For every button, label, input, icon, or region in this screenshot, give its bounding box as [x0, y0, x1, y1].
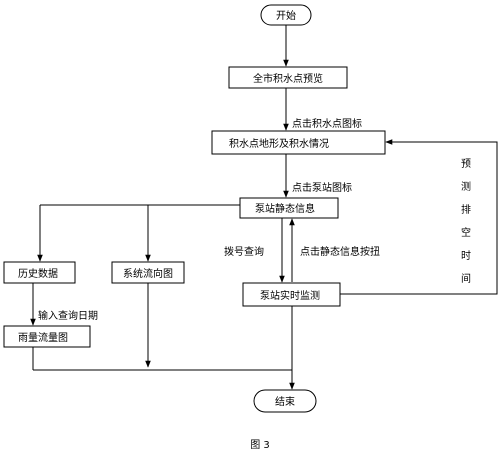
label-click-pump-icon: 点击泵站图标 [292, 181, 352, 194]
node-end: 结束 [253, 389, 317, 413]
node-rain-chart: 雨量流量图 [3, 325, 91, 348]
end-label: 结束 [275, 395, 295, 408]
node-start: 开始 [260, 4, 312, 26]
node-overview: 全市积水点预览 [228, 66, 348, 89]
preset-time-char: 排 [461, 203, 471, 216]
node-history: 历史数据 [3, 261, 76, 284]
label-click-static-button: 点击静态信息按扭 [300, 245, 380, 258]
start-label: 开始 [276, 9, 296, 22]
label-dial-query: 拨号查询 [224, 245, 264, 258]
label-preset-time: 预 测 排 空 时 间 [461, 158, 471, 285]
node-terrain: 积水点地形及积水情况 [211, 130, 386, 155]
figure-caption: 图 3 [250, 439, 270, 451]
preset-time-char: 间 [461, 272, 471, 285]
node-realtime: 泵站实时监测 [242, 282, 341, 307]
flow-chart-label: 系统流向图 [123, 267, 173, 280]
history-label: 历史数据 [18, 267, 58, 280]
edge-loop-back [340, 139, 498, 295]
preset-time-char: 时 [461, 250, 471, 262]
connectors [30, 25, 498, 390]
overview-label: 全市积水点预览 [253, 72, 323, 85]
node-flow-chart: 系统流向图 [111, 261, 185, 284]
preset-time-char: 空 [461, 226, 471, 239]
preset-time-char: 测 [461, 180, 471, 193]
node-static-info: 泵站静态信息 [239, 197, 339, 219]
terrain-label: 积水点地形及积水情况 [229, 137, 329, 150]
label-click-waterlogging-icon: 点击积水点图标 [292, 118, 362, 130]
rain-chart-label: 雨量流量图 [18, 331, 68, 344]
realtime-label: 泵站实时监测 [260, 289, 320, 302]
label-input-query-date: 输入查询日期 [38, 309, 98, 322]
static-info-label: 泵站静态信息 [255, 202, 315, 215]
preset-time-char: 预 [461, 158, 471, 170]
